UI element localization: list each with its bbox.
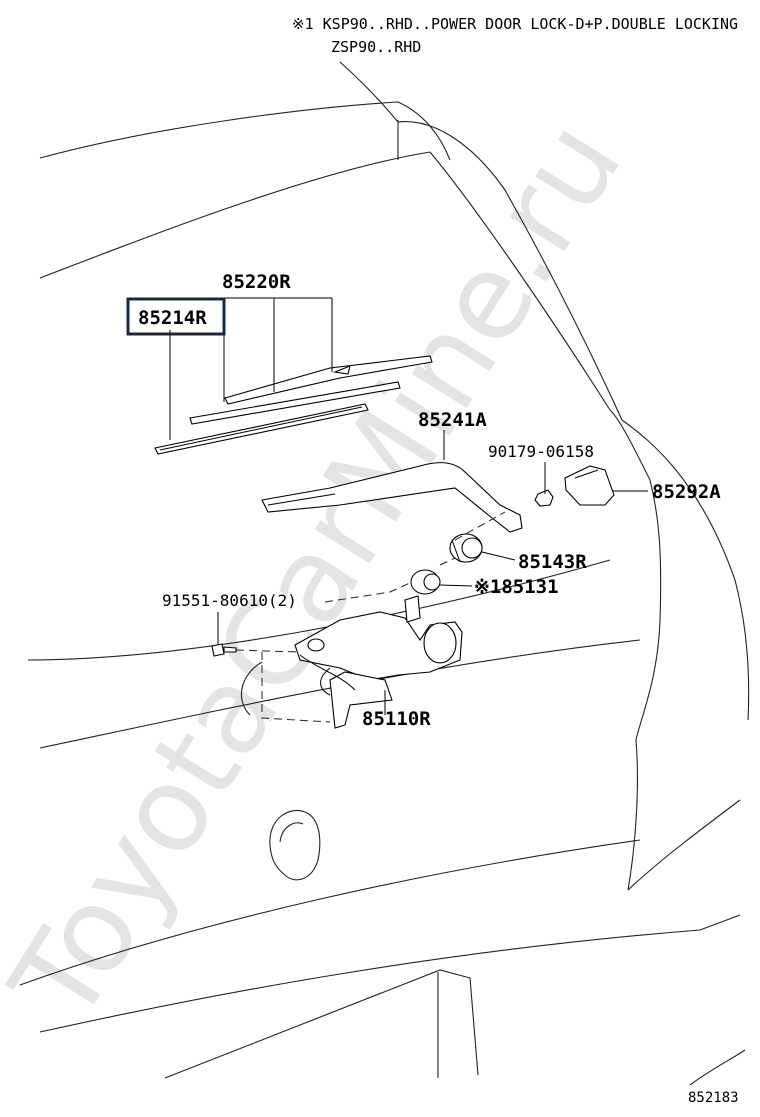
leader-lines <box>169 297 648 715</box>
wiper-blade-drawing <box>154 355 433 455</box>
label-85110R[interactable]: 85110R <box>362 708 431 730</box>
label-85143R[interactable]: 85143R <box>518 551 587 573</box>
label-85241A[interactable]: 85241A <box>418 409 487 431</box>
diagram-reference-number: 852183 <box>688 1090 739 1106</box>
note-line-2: ZSP90..RHD <box>331 38 421 56</box>
cap-part-drawing <box>564 465 615 506</box>
label-85214R[interactable]: 85214R <box>138 307 207 329</box>
vehicle-body-outline <box>19 61 750 1086</box>
wiper-arm-drawing <box>261 462 523 533</box>
nut-part-drawing <box>534 489 554 507</box>
bolt-part-drawing <box>211 643 237 657</box>
grommet-185131-drawing <box>410 569 441 595</box>
label-91551-80610[interactable]: 91551-80610(2) <box>162 591 297 610</box>
label-85220R[interactable]: 85220R <box>222 271 291 293</box>
grommet-85143-drawing <box>449 533 483 563</box>
wiper-motor-drawing <box>294 595 463 729</box>
label-185131[interactable]: ※185131 <box>474 576 559 598</box>
installation-guide-lines <box>235 511 506 723</box>
label-85292A[interactable]: 85292A <box>652 481 721 503</box>
label-90179-06158[interactable]: 90179-06158 <box>488 442 594 461</box>
highlight-box-85214R <box>126 297 226 336</box>
note-line-1: ※1 KSP90..RHD..POWER DOOR LOCK-D+P.DOUBL… <box>292 15 738 33</box>
